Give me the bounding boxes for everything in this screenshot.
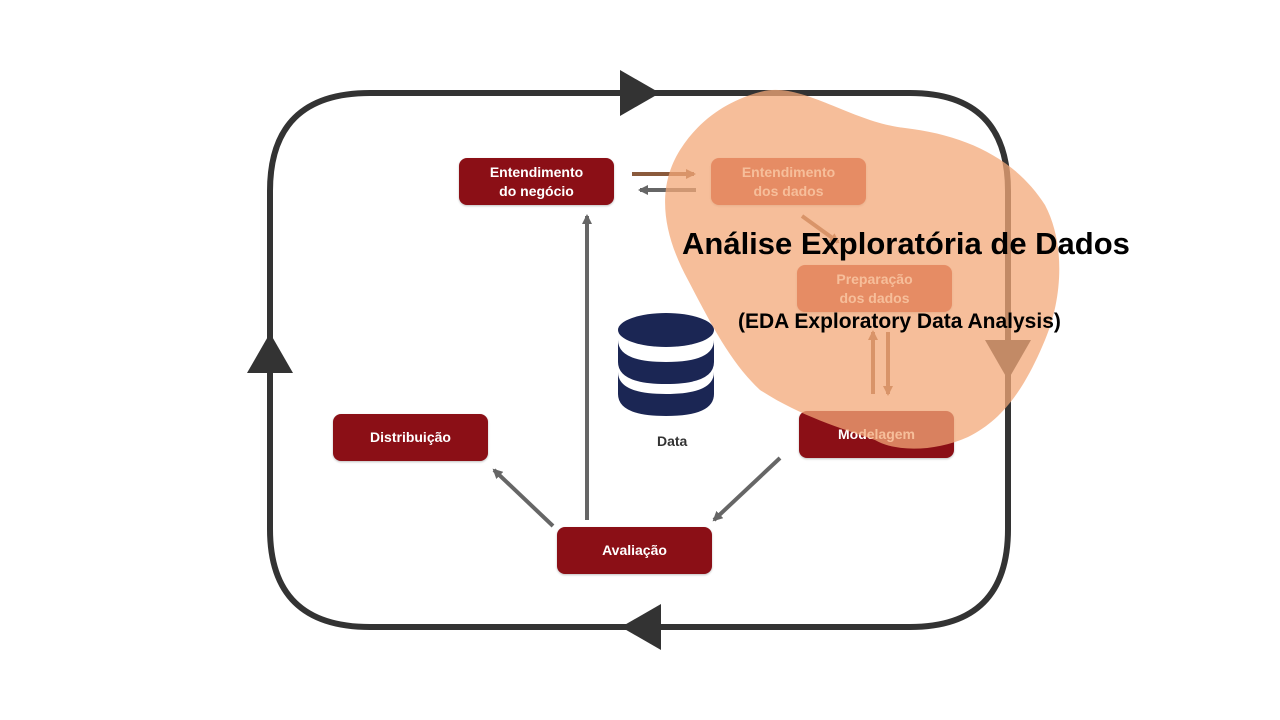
arrow-modeling-to-evaluation <box>712 456 782 522</box>
eda-title: Análise Exploratória de Dados <box>682 226 1130 261</box>
node-business-understanding-line2: do negócio <box>499 182 574 199</box>
node-data-understanding-line1: Entendimento <box>741 163 836 180</box>
node-data-understanding-line2: dos dados <box>753 182 824 199</box>
node-data-understanding[interactable]: Entendimento dos dados <box>711 158 866 205</box>
cycle-arrowhead-left <box>247 333 293 373</box>
database-icon <box>618 313 714 416</box>
node-data-preparation-line2: dos dados <box>839 289 910 306</box>
node-business-understanding-line1: Entendimento <box>489 163 584 180</box>
node-modeling[interactable]: Modelagem <box>799 411 954 458</box>
node-data-preparation-line1: Preparação <box>836 270 913 287</box>
node-data-preparation[interactable]: Preparação dos dados <box>797 265 952 312</box>
node-evaluation-label: Avaliação <box>602 542 667 558</box>
node-business-understanding[interactable]: Entendimento do negócio <box>459 158 614 205</box>
node-modeling-label: Modelagem <box>837 426 915 442</box>
database-label: Data <box>657 433 688 449</box>
cycle-arrowhead-top <box>620 70 660 116</box>
node-evaluation[interactable]: Avaliação <box>557 527 712 574</box>
cycle-arrowhead-right <box>985 340 1031 380</box>
node-deployment[interactable]: Distribuição <box>333 414 488 461</box>
node-deployment-label: Distribuição <box>370 429 451 445</box>
cycle-arrowhead-bottom <box>621 604 661 650</box>
arrow-evaluation-to-deployment <box>492 468 555 528</box>
eda-subtitle: (EDA Exploratory Data Analysis) <box>738 310 1061 333</box>
